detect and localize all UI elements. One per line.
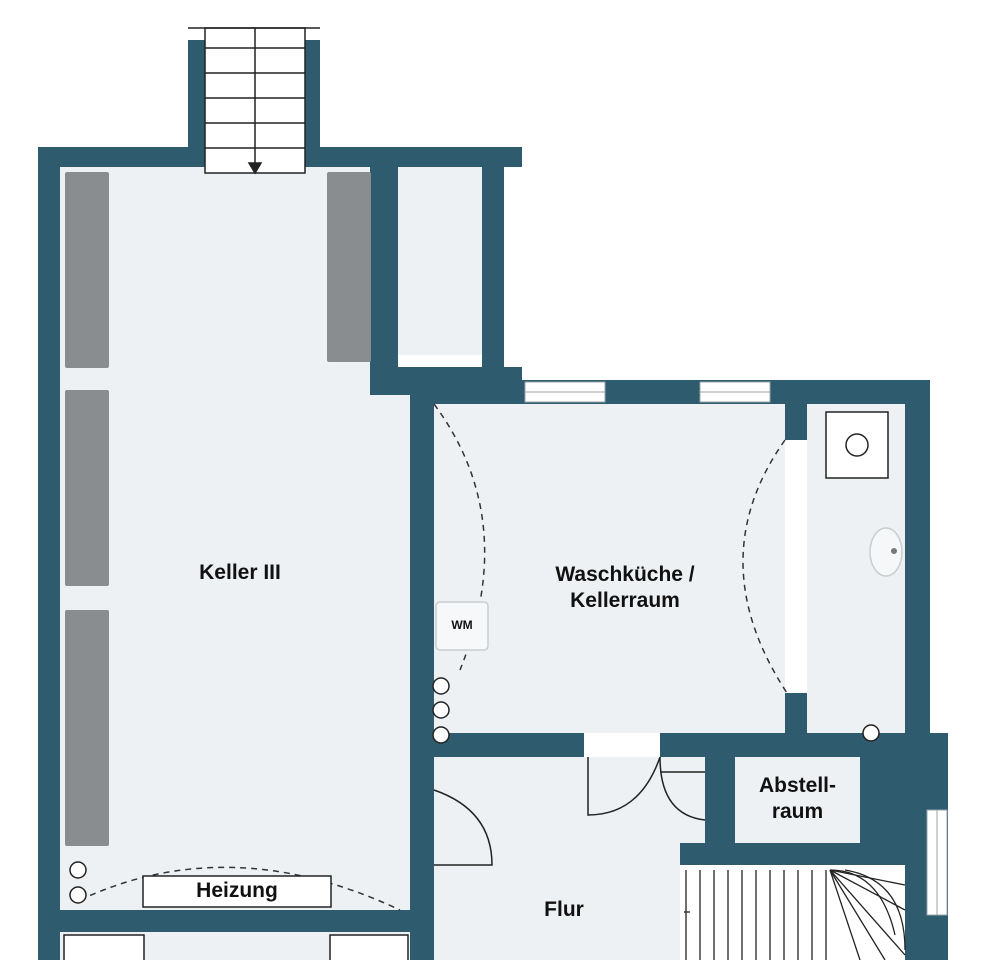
room-label-waschkueche: Waschküche / Kellerraum	[530, 562, 720, 615]
top-staircase	[188, 27, 320, 175]
room-label-abstellraum: Abstell- raum	[735, 773, 860, 826]
room-label-abstellraum-line1: Abstell-	[758, 774, 836, 797]
washing-machine-label: WM	[451, 618, 473, 632]
room-label-flur: Flur	[544, 898, 584, 921]
spiral-staircase	[684, 869, 906, 960]
windows	[524, 381, 948, 916]
lower-storage	[63, 934, 409, 960]
room-label-abstellraum-line2: raum	[771, 800, 824, 824]
room-label-waschkueche-line1: Waschküche /	[555, 563, 695, 586]
heating-unit	[142, 875, 332, 908]
room-label-heizung: Heizung	[196, 879, 278, 902]
pipes	[69, 677, 880, 904]
door-swings	[79, 403, 788, 911]
washing-machine	[435, 601, 489, 651]
room-label-waschkueche-line2: Kellerraum	[570, 589, 680, 613]
room-label-keller: Keller III	[199, 561, 281, 584]
shelves	[65, 172, 371, 846]
shower	[825, 411, 889, 479]
sink	[869, 527, 903, 577]
doors	[433, 756, 706, 866]
